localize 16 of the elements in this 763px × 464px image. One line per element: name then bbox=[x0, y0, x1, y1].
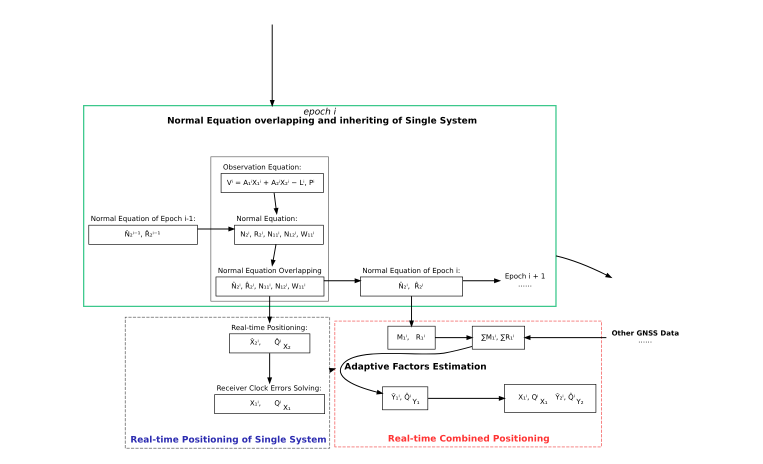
arrow bbox=[434, 335, 474, 340]
arrow bbox=[270, 24, 275, 108]
arrow bbox=[267, 352, 272, 384]
arrow bbox=[197, 226, 236, 232]
arrow bbox=[428, 396, 506, 401]
arrow bbox=[340, 346, 473, 394]
edge-label: Adaptive Factors Estimation bbox=[344, 362, 487, 373]
arrow bbox=[270, 244, 276, 267]
arrow bbox=[523, 335, 607, 340]
arrow bbox=[462, 278, 502, 284]
arrow bbox=[274, 192, 278, 216]
arrow bbox=[556, 255, 612, 278]
arrow bbox=[267, 296, 272, 324]
arrow bbox=[409, 296, 414, 328]
cluster bbox=[210, 156, 329, 302]
arrow bbox=[323, 278, 362, 284]
